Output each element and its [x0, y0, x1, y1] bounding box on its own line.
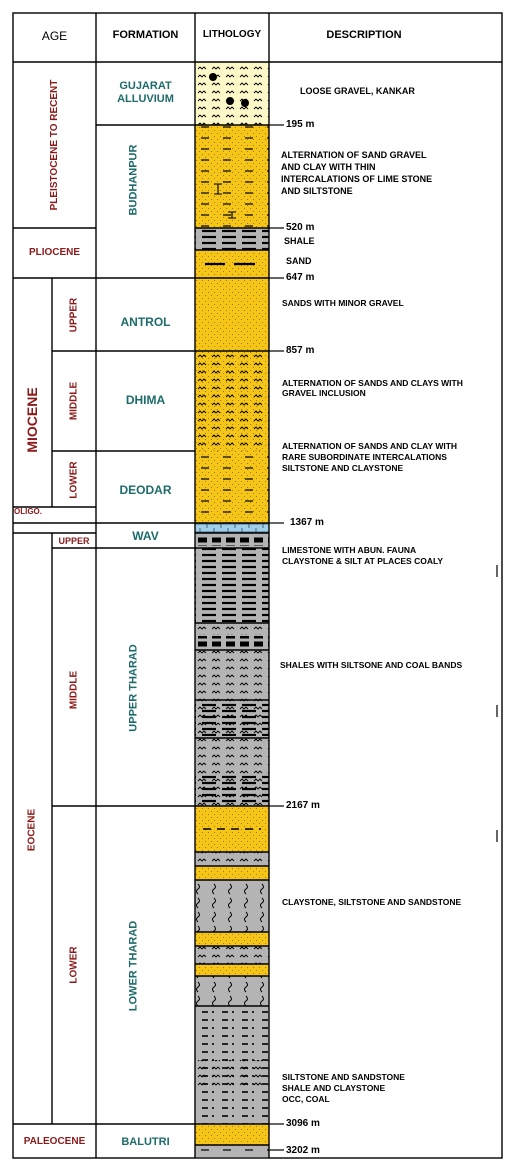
depth-857: 857 m — [286, 345, 315, 356]
age-oligocene: OLIGO. — [14, 507, 42, 516]
age-eocene-middle: MIDDLE — [68, 670, 80, 710]
age-pliocene: PLIOCENE — [28, 247, 81, 258]
desc-wav-line1: LIMESTONE WITH ABUN. FAUNA — [282, 545, 417, 555]
lithology-column — [195, 62, 269, 1157]
age-paleocene: PALEOCENE — [23, 1136, 86, 1147]
table-grid — [12, 12, 503, 1159]
depth-195: 195 m — [286, 119, 315, 130]
desc-upper-tharad: SHALES WITH SILTSONE AND COAL BANDS — [280, 660, 463, 670]
desc-budhanpur-line3: INTERCALATIONS OF LIME STONE — [281, 174, 433, 184]
formation-gujarat-alluvium: GUJARAT ALLUVIUM — [117, 80, 174, 105]
desc-wav-line2: CLAYSTONE & SILT AT PLACES COALY — [282, 556, 444, 566]
formation-upper-tharad: UPPER THARAD — [127, 644, 140, 732]
desc-deodar-line3: SILTSTONE AND CLAYSTONE — [282, 463, 404, 473]
formation-deodar: DEODAR — [119, 483, 172, 497]
desc-budhanpur-line4: AND SILTSTONE — [281, 186, 353, 196]
age-miocene: MIOCENE — [24, 387, 40, 453]
desc-bottom-line3: OCC, COAL — [282, 1094, 330, 1104]
desc-alluvium: LOOSE GRAVEL, KANKAR — [300, 86, 415, 96]
depth-3202: 3202 m — [286, 1145, 320, 1156]
depth-1367: 1367 m — [290, 517, 324, 528]
header-lithology: LITHOLOGY — [202, 29, 262, 40]
desc-budhanpur-line2: AND CLAY WITH THIN — [281, 162, 376, 172]
age-pleistocene: PLEISTOCENE TO RECENT — [49, 79, 60, 211]
desc-dhima-line2: GRAVEL INCLUSION — [282, 388, 366, 398]
desc-budhanpur-line1: ALTERNATION OF SAND GRAVEL — [281, 150, 427, 160]
formation-antrol: ANTROL — [120, 315, 171, 329]
desc-dhima-line1: ALTERNATION OF SANDS AND CLAYS WITH — [282, 378, 463, 388]
age-eocene: EOCENE — [26, 808, 38, 852]
formation-dhima: DHIMA — [125, 393, 166, 407]
depth-647: 647 m — [286, 272, 315, 283]
formation-wav: WAV — [132, 529, 159, 543]
depth-ticks — [269, 124, 498, 1151]
desc-antrol: SANDS WITH MINOR GRAVEL — [282, 298, 404, 308]
formation-budhanpur: BUDHANPUR — [127, 144, 140, 216]
formation-balutri: BALUTRI — [121, 1136, 170, 1148]
header-formation: FORMATION — [112, 29, 179, 41]
age-eocene-lower: LOWER — [68, 946, 80, 984]
desc-sand: SAND — [286, 256, 312, 266]
age-miocene-lower: LOWER — [68, 461, 80, 499]
age-miocene-middle: MIDDLE — [68, 381, 80, 421]
formation-lower-tharad: LOWER THARAD — [127, 920, 140, 1012]
header-age: AGE — [41, 29, 68, 43]
desc-deodar-line2: RARE SUBORDINATE INTERCALATIONS — [282, 452, 447, 462]
age-oligocene-upper: UPPER — [58, 536, 90, 546]
depth-520: 520 m — [286, 222, 315, 233]
age-miocene-upper: UPPER — [68, 297, 80, 333]
depth-3096: 3096 m — [286, 1118, 320, 1129]
header-description: DESCRIPTION — [326, 29, 402, 41]
desc-bottom-line1: SILTSTONE AND SANDSTONE — [282, 1072, 405, 1082]
desc-shale: SHALE — [284, 236, 315, 246]
desc-lower-tharad: CLAYSTONE, SILTSTONE AND SANDSTONE — [282, 897, 462, 907]
depth-2167: 2167 m — [286, 800, 320, 811]
desc-bottom-line2: SHALE AND CLAYSTONE — [282, 1083, 386, 1093]
desc-deodar-line1: ALTERNATION OF SANDS AND CLAY WITH — [282, 441, 458, 451]
